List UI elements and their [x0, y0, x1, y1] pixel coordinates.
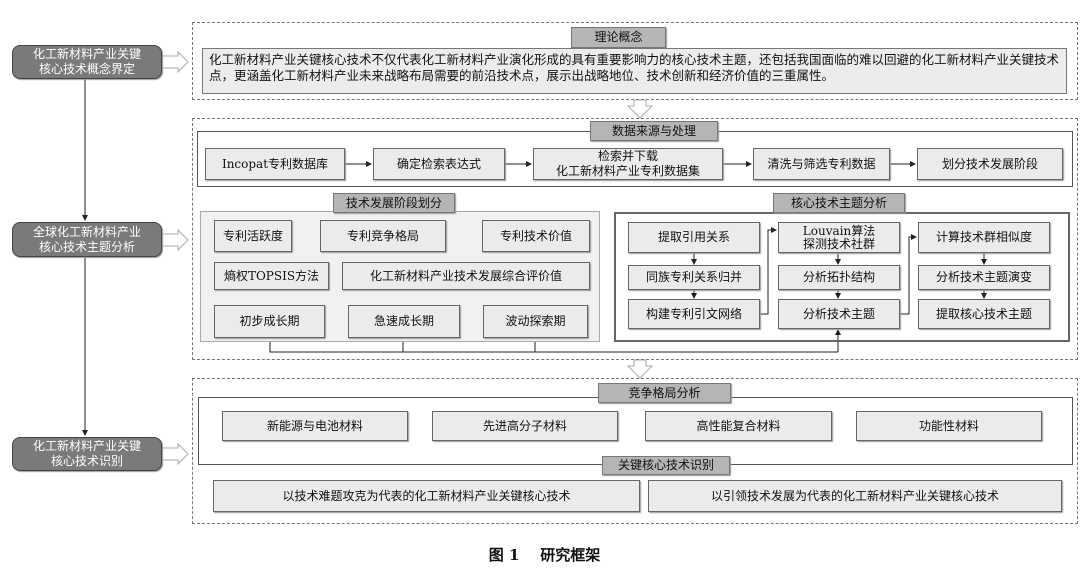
stage-fluctuation: 波动探索期 [483, 305, 588, 338]
core-c2-2: 分析拓扑结构 [778, 265, 900, 290]
side-step-identification: 化工新材料产业关键 核心技术识别 [12, 437, 162, 471]
core-c1-2: 同族专利关系归并 [628, 265, 760, 290]
core-c2-3: 分析技术主题 [778, 299, 900, 329]
stage-value: 专利技术价值 [482, 220, 590, 252]
figure-caption: 图 1 研究框架 [488, 546, 601, 564]
stage-rapid: 急速成长期 [348, 305, 460, 338]
data-title: 数据来源与处理 [590, 121, 718, 141]
stage-score: 化工新材料产业技术发展综合评价值 [342, 262, 590, 290]
field-functional: 功能性材料 [856, 411, 1042, 441]
field-polymer: 先进高分子材料 [432, 411, 618, 441]
stage-activity: 专利活跃度 [214, 220, 292, 252]
stage-competition: 专利竞争格局 [320, 220, 446, 252]
section-analysis [192, 118, 1078, 360]
core-c1-1: 提取引用关系 [628, 222, 760, 253]
core-c3-1: 计算技术群相似度 [918, 222, 1050, 253]
identification-title: 关键核心技术识别 [602, 456, 730, 475]
section-identification [192, 378, 1078, 524]
core-c1-3: 构建专利引文网络 [628, 299, 760, 329]
step-query: 确定检索表达式 [373, 148, 505, 180]
core-c2-1: Louvain算法 探测技术社群 [778, 222, 900, 253]
step-clean: 清洗与筛选专利数据 [753, 148, 890, 180]
core-c3-3: 提取核心技术主题 [918, 299, 1050, 329]
field-battery: 新能源与电池材料 [222, 411, 408, 441]
result-leading: 以引领技术发展为代表的化工新材料产业关键核心技术 [648, 480, 1062, 512]
core-panel [614, 212, 1070, 342]
step-download: 检索并下载 化工新材料产业专利数据集 [533, 148, 723, 180]
result-challenge: 以技术难题攻克为代表的化工新材料产业关键核心技术 [213, 480, 640, 512]
theory-title: 理论概念 [571, 27, 666, 48]
core-title: 核心技术主题分析 [773, 193, 905, 213]
field-composite: 高性能复合材料 [645, 411, 832, 441]
step-divide: 划分技术发展阶段 [917, 148, 1063, 180]
section-theory [192, 22, 1078, 100]
stage-initial: 初步成长期 [214, 305, 325, 338]
side-step-concept: 化工新材料产业关键 核心技术概念界定 [12, 45, 162, 79]
step-incopat: Incopat专利数据库 [205, 148, 345, 180]
stage-title: 技术发展阶段划分 [333, 193, 455, 213]
stage-topsis: 熵权TOPSIS方法 [214, 262, 329, 290]
side-step-analysis: 全球化工新材料产业 核心技术主题分析 [12, 222, 162, 257]
theory-text: 化工新材料产业关键核心技术不仅代表化工新材料产业演化形成的具有重要影响力的核心技… [202, 48, 1067, 94]
core-c3-2: 分析技术主题演变 [918, 265, 1050, 290]
competition-title: 竞争格局分析 [598, 383, 731, 403]
